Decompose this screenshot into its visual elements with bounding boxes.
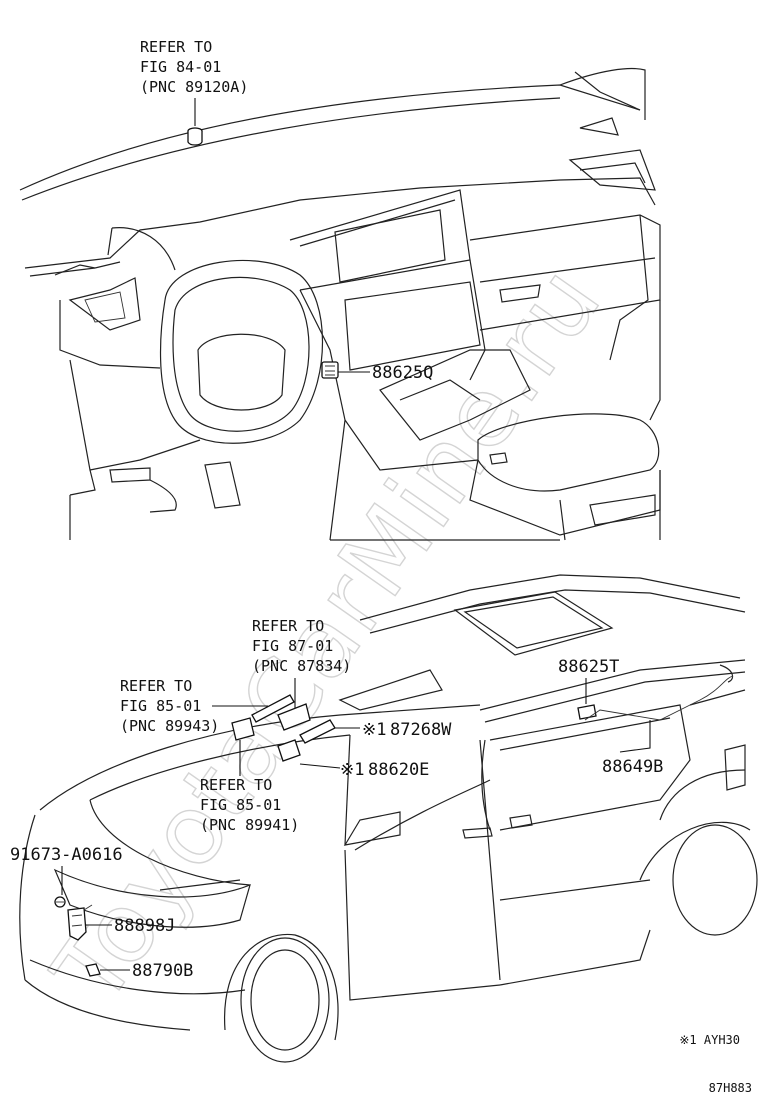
label-88790b: 88790B: [132, 961, 193, 981]
footnote: ※1 AYH30: [679, 1033, 740, 1047]
refer-89941-line1: REFER TO: [200, 776, 272, 794]
label-88620e: 88620E: [368, 760, 429, 780]
mark-88620e: ※1: [340, 760, 364, 780]
refer-87-line1: REFER TO: [252, 617, 324, 635]
roof-parts-icons: [231, 675, 734, 762]
bolt-icon: [54, 896, 66, 908]
refer-87-line2: FIG 87-01: [252, 637, 333, 655]
refer-89941-line2: FIG 85-01: [200, 796, 281, 814]
refer-84-line1: REFER TO: [140, 38, 212, 56]
part-88625q-icon: [321, 361, 339, 379]
refer-84-line3: (PNC 89120A): [140, 78, 248, 96]
leader-88620e: [299, 763, 341, 769]
dashboard-illustration: [19, 67, 661, 541]
label-88898j: 88898J: [114, 916, 175, 936]
dome-clip-icon: [187, 127, 203, 146]
vehicle-illustration: [19, 574, 758, 1063]
sensor-88790b-icon: [85, 963, 101, 977]
leader-88649b: [619, 720, 651, 753]
label-88625t: 88625T: [558, 657, 619, 677]
refer-89943-line2: FIG 85-01: [120, 697, 201, 715]
label-88625q: 88625Q: [372, 363, 433, 383]
refer-87-line3: (PNC 87834): [252, 657, 351, 675]
refer-84-line2: FIG 84-01: [140, 58, 221, 76]
refer-89941-line3: (PNC 89941): [200, 816, 299, 834]
label-91673: 91673-A0616: [10, 845, 123, 865]
mark-87268w: ※1: [362, 720, 386, 740]
bracket-88898j-icon: [67, 904, 93, 941]
label-88649b: 88649B: [602, 757, 663, 777]
refer-89943-line3: (PNC 89943): [120, 717, 219, 735]
label-87268w: 87268W: [390, 720, 452, 740]
refer-89943-line1: REFER TO: [120, 677, 192, 695]
figure-code: 87H883: [709, 1081, 752, 1095]
